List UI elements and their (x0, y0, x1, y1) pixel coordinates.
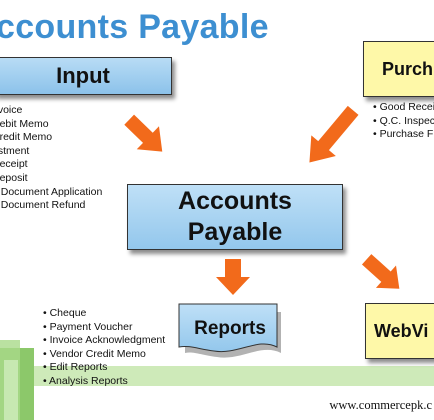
list-item: Receipt (0, 158, 28, 171)
purchase-box-label: Purch (382, 58, 434, 79)
footer-url: www.commercepk.c (329, 398, 432, 412)
green-band (0, 366, 434, 386)
list-item: Debit Memo (0, 117, 49, 130)
list-item: ustment (0, 144, 30, 157)
list-item: • Purchase F (373, 128, 434, 141)
document-shape-icon (178, 303, 281, 358)
reports-label: Reports (194, 318, 266, 339)
reports-list: • Cheque • Payment Voucher • Invoice Ack… (43, 307, 165, 389)
accounts-payable-box: Accounts Payable (127, 184, 343, 250)
list-item: • Good Recei (373, 101, 434, 113)
list-item: nvoice (0, 104, 23, 116)
green-corner-highlight (4, 360, 18, 420)
list-item: • Analysis Reports (43, 374, 128, 387)
list-item: • Edit Reports (43, 361, 108, 374)
list-item: Deposit (0, 171, 28, 184)
list-item: d Document Refund (0, 199, 86, 212)
list-item: • Vendor Credit Memo (43, 347, 146, 360)
arrow-purchase-to-ap-icon (309, 105, 359, 163)
list-item: • Payment Voucher (43, 320, 133, 333)
accounts-payable-line2: Payable (187, 218, 283, 246)
purchase-box: Purch (363, 41, 434, 97)
list-item: • Cheque (43, 307, 87, 319)
webview-box: WebVi (365, 303, 434, 359)
input-box-label: Input (56, 63, 110, 88)
accounts-payable-line1: Accounts (178, 187, 292, 215)
list-item: • Invoice Acknowledgment (43, 334, 166, 347)
arrow-ap-to-reports-icon (216, 259, 250, 295)
webview-box-label: WebVi (374, 320, 429, 341)
reports-document-box: Reports (178, 303, 282, 358)
input-box: Input (0, 57, 172, 95)
input-list: nvoice Debit Memo Credit Memo ustment Re… (0, 104, 102, 213)
list-item: d Document Application (0, 185, 103, 198)
list-item: Credit Memo (0, 131, 53, 144)
purchase-list: • Good Recei • Q.C. Inspec • Purchase F (373, 101, 434, 142)
arrow-input-to-ap-icon (124, 114, 163, 152)
page-title: ccounts Payable (0, 8, 269, 46)
list-item: • Q.C. Inspec (373, 114, 434, 127)
arrow-ap-to-webview-icon (361, 254, 400, 289)
